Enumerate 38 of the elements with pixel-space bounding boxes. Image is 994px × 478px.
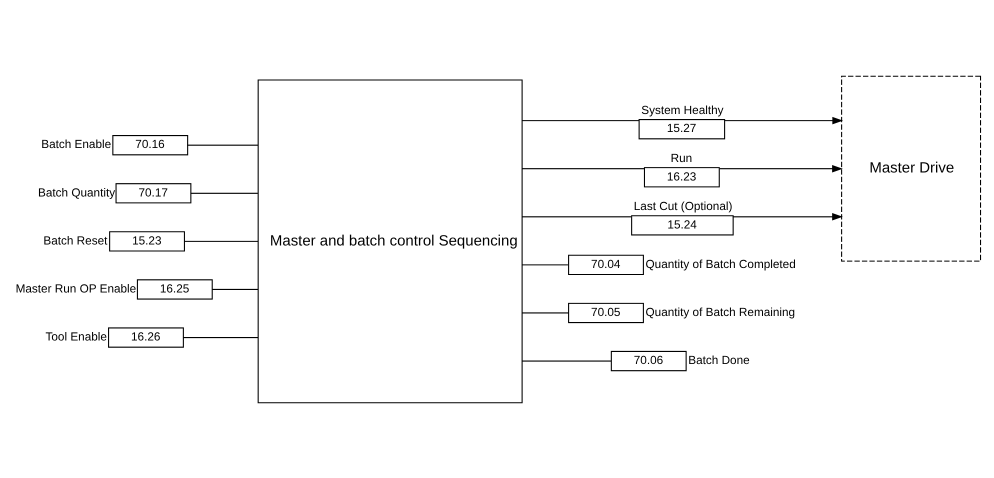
node-label: Batch Quantity [38, 186, 116, 199]
node-label: Batch Enable [41, 138, 112, 151]
node-box: 16.23 [644, 166, 720, 187]
node-box: 70.17 [116, 182, 192, 203]
node-box: 15.24 [631, 214, 734, 235]
connector [522, 312, 568, 313]
node-box: 70.04 [568, 254, 644, 275]
connector [183, 336, 258, 338]
node-box: Master and batch control Sequencing [258, 78, 523, 403]
connector [187, 144, 258, 146]
node-box: Master Drive [841, 75, 982, 262]
connector [522, 264, 568, 265]
node-label: Run [670, 152, 692, 165]
node-box: 70.05 [568, 302, 644, 323]
node-box: 16.25 [136, 278, 213, 300]
node-label: System Healthy [641, 103, 724, 116]
arrow [724, 116, 844, 124]
node-box: 15.27 [638, 118, 726, 139]
node-label: Master Run OP Enable [16, 282, 136, 295]
node-box: 70.06 [610, 350, 687, 371]
connector [190, 192, 258, 194]
connector [522, 168, 644, 169]
node-box: 16.26 [108, 326, 184, 348]
node-label: Tool Enable [46, 330, 107, 344]
node-label: Batch Reset [43, 234, 108, 247]
connector [212, 288, 258, 290]
node-label: Last Cut (Optional) [634, 200, 732, 213]
node-box: 15.23 [109, 230, 185, 252]
node-label: Batch Done [688, 354, 750, 367]
node-label: Quantity of Batch Remaining [646, 305, 796, 318]
connector [522, 120, 639, 121]
arrow [720, 164, 843, 172]
connector [184, 240, 258, 242]
node-label: Quantity of Batch Completed [646, 257, 796, 270]
connector [522, 360, 612, 362]
node-box: 70.16 [112, 134, 188, 155]
arrow [732, 212, 843, 220]
connector [522, 216, 632, 217]
